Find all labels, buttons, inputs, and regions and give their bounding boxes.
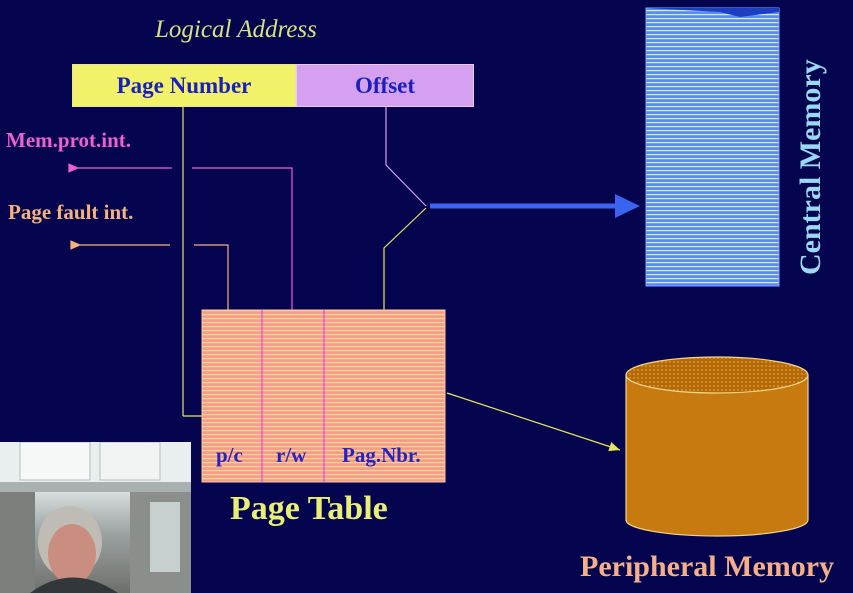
- rw-feedback-line: [192, 167, 293, 310]
- peripheral-memory-label: Peripheral Memory: [580, 550, 835, 583]
- central-memory-top: [646, 8, 779, 17]
- webcam-overlay: [0, 442, 191, 593]
- offset-label: Offset: [354, 72, 416, 98]
- logical-address-title: Logical Address: [155, 16, 317, 43]
- page-number-field: Page Number: [72, 64, 296, 107]
- peripheral-memory-top: [625, 356, 809, 394]
- page-table-col-pagnbr: Pag.Nbr.: [342, 443, 421, 467]
- page-table-label: Page Table: [230, 490, 388, 527]
- frame-number-line: [383, 207, 427, 310]
- offset-line: [385, 107, 427, 207]
- page-table: p/c r/w Pag.Nbr.: [202, 310, 445, 482]
- page-table-col-pc: p/c: [216, 443, 243, 467]
- page-number-label: Page Number: [116, 72, 252, 98]
- page-table-col-rw: r/w: [276, 443, 307, 467]
- page-fault-int-label: Page fault int.: [8, 200, 134, 224]
- peripheral-memory-body: [625, 374, 809, 537]
- webcam-scene: [0, 442, 191, 593]
- central-memory-block: [645, 7, 780, 287]
- table-to-peripheral-arrow: [446, 392, 621, 452]
- pc-feedback-line: [194, 244, 229, 310]
- offset-field: Offset: [296, 64, 474, 107]
- central-memory-label: Central Memory: [794, 59, 827, 275]
- physical-address-arrowhead: [615, 194, 640, 218]
- central-memory-label-wrap: Central Memory: [790, 45, 830, 275]
- mem-prot-int-label: Mem.prot.int.: [6, 128, 132, 152]
